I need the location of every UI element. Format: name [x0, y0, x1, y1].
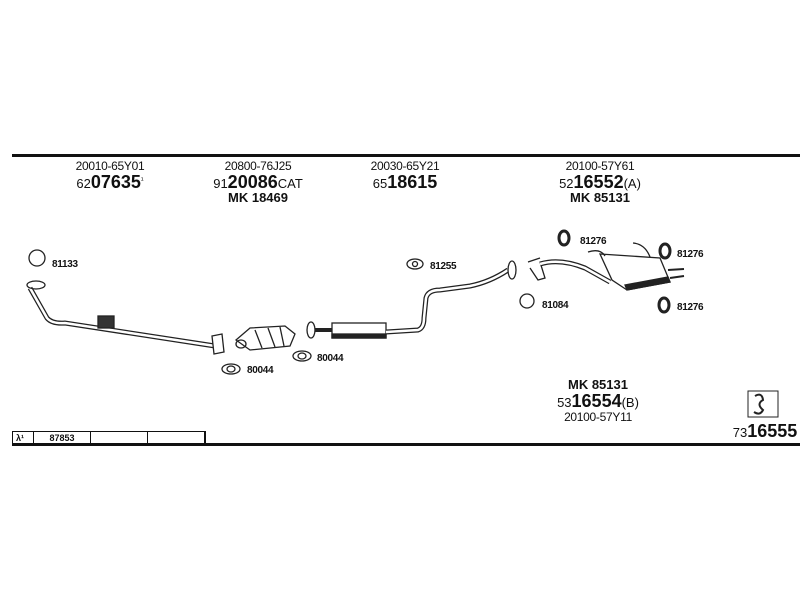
label-hanger-2: 81276: [677, 249, 704, 260]
gasket-icon: [221, 363, 241, 375]
front-pipe: [27, 286, 216, 349]
part-rear-silencer-a: 20100-57Y61 5216552(A) MK 85131: [559, 159, 641, 206]
rear-clamp: [527, 257, 546, 281]
ring-icon: [28, 249, 46, 267]
hanger-icon: [658, 242, 672, 260]
label-clamp: 81255: [430, 261, 457, 272]
label-hanger-3: 81276: [677, 302, 704, 313]
flex-joint: [97, 315, 115, 329]
catalyst: [234, 325, 296, 351]
label-gasket-b: 80044: [317, 353, 344, 364]
part-front-pipe: 20010-65Y01 6207635¹: [75, 159, 145, 192]
label-ring-rear: 81084: [542, 300, 569, 311]
info-table: λ¹ 87853: [12, 431, 206, 445]
hanger-icon: [557, 229, 571, 247]
ring-icon: [519, 293, 535, 309]
kit-number: 7316555: [732, 421, 798, 441]
gasket-icon: [292, 350, 312, 362]
part-rear-silencer-b: MK 85131 5316554(B) 20100-57Y11: [557, 377, 639, 424]
bottom-rule: [12, 443, 800, 446]
label-gasket-a: 80044: [247, 365, 274, 376]
top-rule: [12, 154, 800, 157]
label-hanger-1: 81276: [580, 236, 607, 247]
hanger-icon: [657, 296, 671, 314]
clamp-icon: [406, 258, 424, 270]
flange: [306, 321, 316, 339]
part-catalyst: 20800-76J25 9120086CAT MK 18469: [213, 159, 303, 206]
label-ring-front: 81133: [52, 259, 78, 270]
kit-icon: [747, 390, 779, 418]
part-middle-silencer: 20030-65Y21 6518615: [370, 159, 440, 192]
